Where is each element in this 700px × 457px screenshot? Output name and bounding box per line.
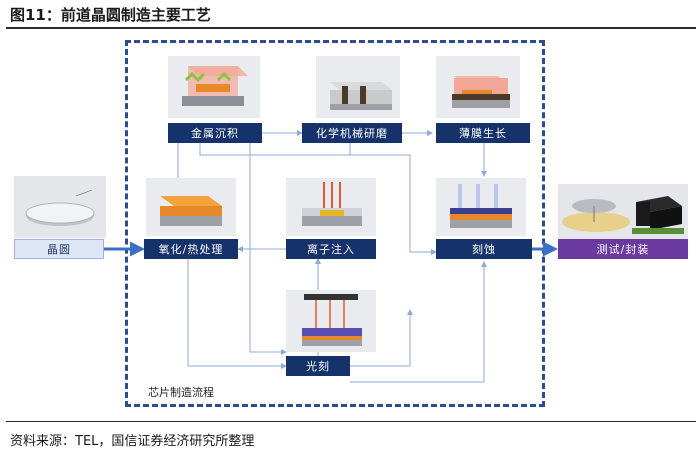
wafer-picture [14,176,106,238]
arrow-litho-etch-b [350,261,487,383]
step-cmp: 化学机械研磨 [302,123,402,143]
oxidation-picture [146,178,236,236]
top-rule [6,27,696,29]
process-frame [125,40,545,407]
arrow-litho-etch [350,309,413,367]
cmp-picture [316,56,400,118]
step-etch: 刻蚀 [436,239,532,259]
thin-film-picture [436,56,520,118]
lithography-picture [286,290,376,352]
flow-label: 芯片制造流程 [148,386,214,399]
source-note: 资料来源：TEL，国信证券经济研究所整理 [10,434,255,449]
bottom-rule [6,421,696,422]
step-oxidation: 氧化/热处理 [144,239,238,259]
etch-picture [436,178,526,236]
metal-deposition-picture [168,56,260,118]
step-lithography: 光刻 [286,356,350,376]
step-ion-implant: 离子注入 [286,239,376,259]
figure-title: 图11：前道晶圆制造主要工艺 [10,6,211,24]
arrow-metal-litho [249,142,287,355]
step-metal-deposition: 金属沉积 [168,123,262,143]
arrow-oxid-litho [187,259,287,369]
step-test-package: 测试/封装 [558,239,688,259]
arrow-metal-etch [199,142,437,255]
test-package-picture [558,184,688,240]
step-wafer: 晶圆 [14,239,104,259]
ion-implant-picture [286,178,376,236]
step-thin-film: 薄膜生长 [436,123,530,143]
